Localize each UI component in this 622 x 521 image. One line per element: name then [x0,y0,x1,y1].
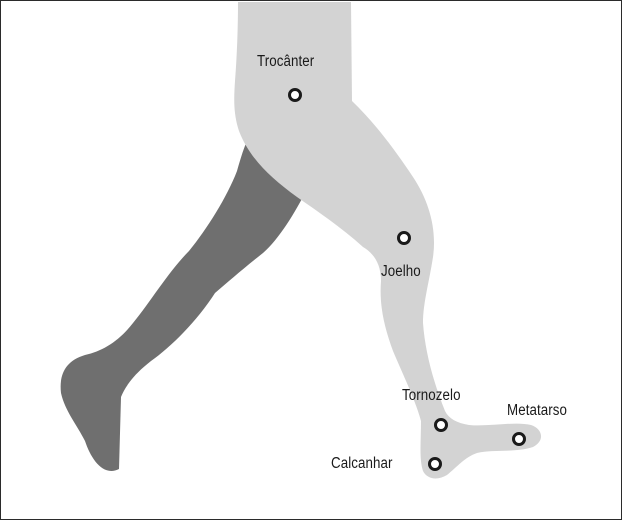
trocanter-marker [290,90,301,101]
tornozelo-label: Tornozelo [402,387,461,405]
far-leg-silhouette [61,139,307,471]
metatarso-label: Metatarso [507,402,567,420]
joelho-marker [399,233,410,244]
joelho-label: Joelho [381,263,421,281]
near-leg-silhouette [234,2,541,478]
metatarso-marker [514,434,525,445]
tornozelo-marker [436,420,447,431]
calcanhar-marker [430,459,441,470]
trocanter-label: Trocânter [257,53,314,71]
calcanhar-label: Calcanhar [331,455,393,473]
